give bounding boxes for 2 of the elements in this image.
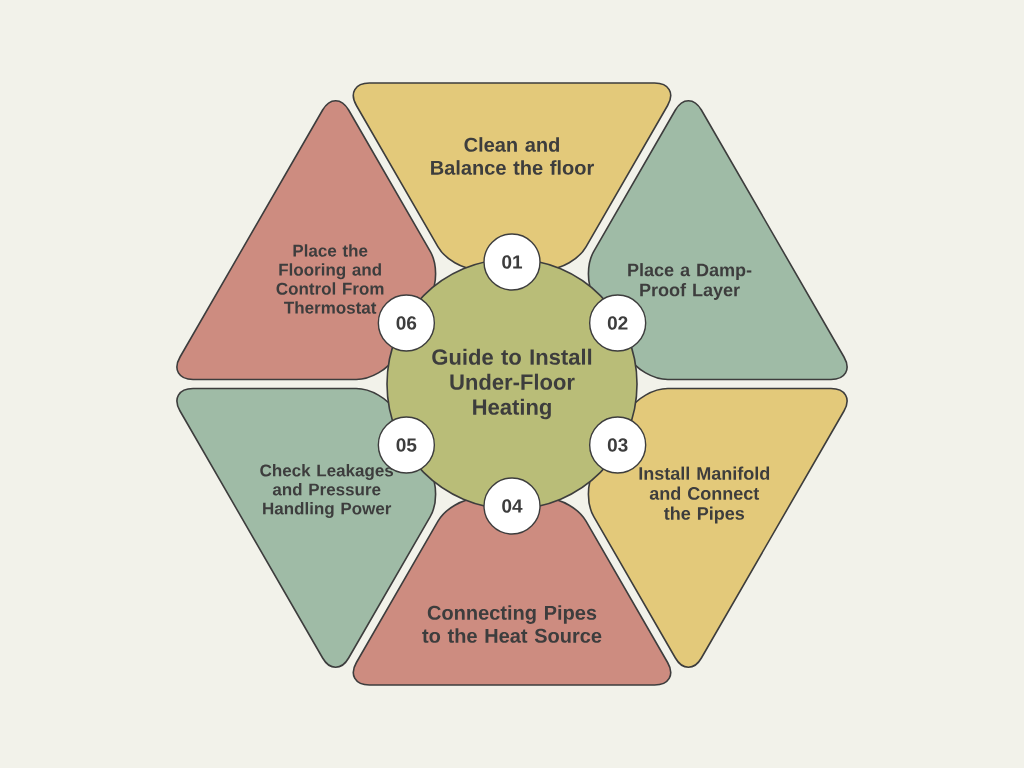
number-badge: 04: [483, 477, 541, 535]
number-badge: 01: [483, 233, 541, 291]
